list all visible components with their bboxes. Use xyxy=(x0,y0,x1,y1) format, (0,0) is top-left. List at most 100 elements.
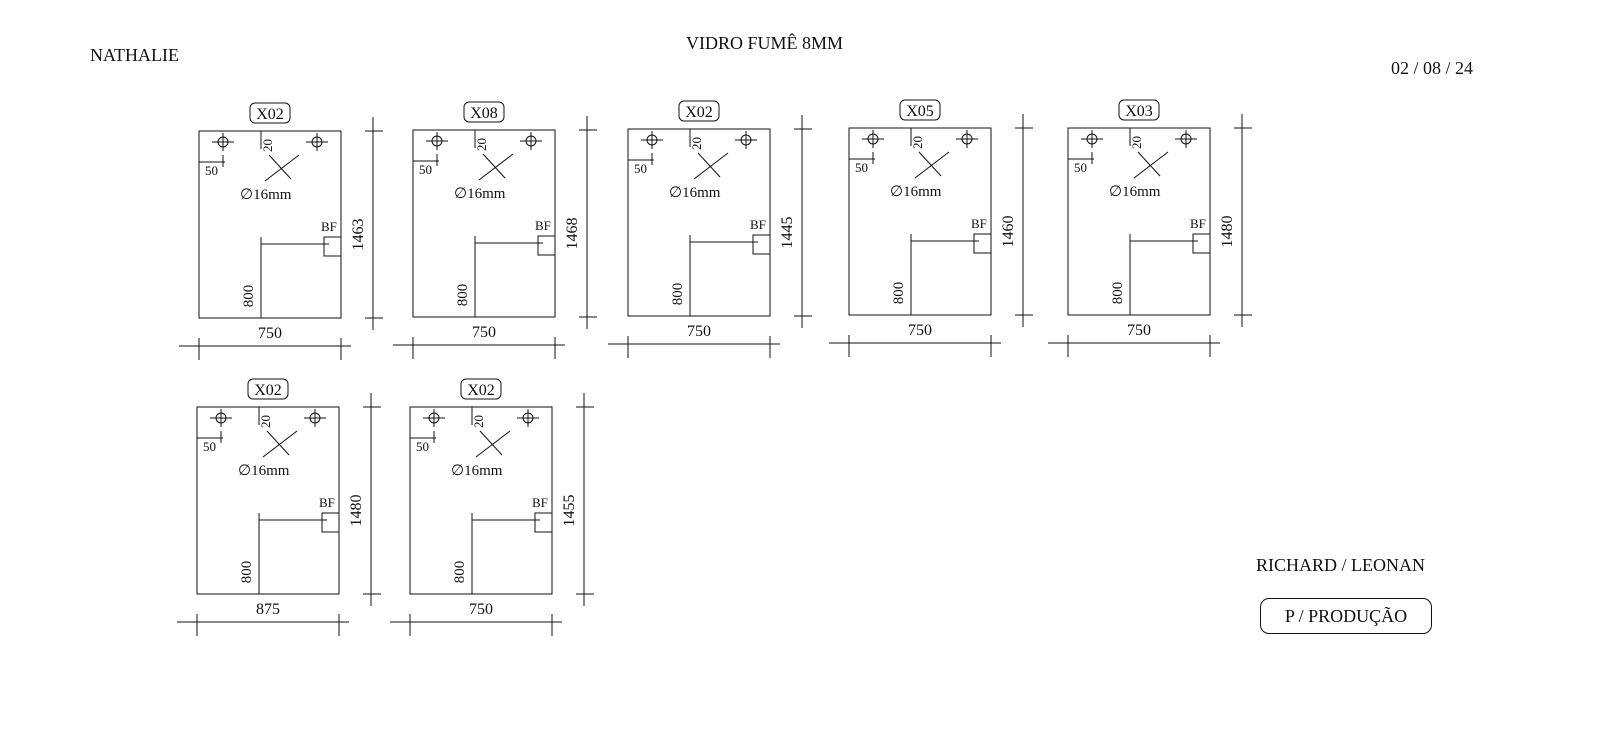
panel-code: X02 xyxy=(467,382,495,399)
panel-code: X08 xyxy=(470,105,498,122)
hole-leader xyxy=(918,151,942,177)
hole-diameter-label: ∅16mm xyxy=(669,185,721,201)
hole-diameter-label: ∅16mm xyxy=(451,463,503,479)
lock-height-label: 800 xyxy=(455,284,471,307)
edge-label: 20 xyxy=(260,139,275,152)
lock-label: BF xyxy=(532,495,548,510)
signers-label: RICHARD / LEONAN xyxy=(1256,555,1425,575)
lock-height-label: 800 xyxy=(452,561,468,584)
lock-box xyxy=(323,236,342,257)
lock-height-label: 800 xyxy=(241,285,257,308)
lock-label: BF xyxy=(321,219,337,234)
lock-label: BF xyxy=(319,495,335,510)
width-label: 750 xyxy=(472,324,496,341)
hole-leader xyxy=(482,153,506,179)
offset-label: 50 xyxy=(634,161,647,176)
panel-code: X02 xyxy=(256,106,284,123)
panel-code-box xyxy=(463,101,505,123)
hole-diameter-label: ∅16mm xyxy=(454,186,506,202)
panel-code-box xyxy=(460,378,502,400)
panel-code: X02 xyxy=(254,382,282,399)
lock-box xyxy=(1192,233,1211,254)
edge-label: 20 xyxy=(474,138,489,151)
lock-box xyxy=(752,234,771,255)
hole-leader xyxy=(266,430,290,456)
panel-code-box xyxy=(678,100,720,122)
panel-code: X03 xyxy=(1125,103,1153,120)
offset-label: 50 xyxy=(205,163,218,178)
height-label: 1460 xyxy=(1000,216,1017,248)
production-badge: P / PRODUÇÃO xyxy=(1260,598,1432,634)
lock-label: BF xyxy=(971,216,987,231)
glass-outline xyxy=(627,128,771,317)
hole-leader xyxy=(1133,151,1169,179)
production-label: P / PRODUÇÃO xyxy=(1284,605,1408,626)
glass-outline xyxy=(848,127,992,316)
hole-leader xyxy=(478,153,514,181)
hole-diameter-label: ∅16mm xyxy=(1109,184,1161,200)
edge-label: 20 xyxy=(471,415,486,428)
height-label: 1480 xyxy=(1219,216,1236,248)
height-label: 1480 xyxy=(348,495,365,527)
hole-diameter-label: ∅16mm xyxy=(238,463,290,479)
offset-label: 50 xyxy=(416,439,429,454)
height-label: 1455 xyxy=(561,495,578,527)
hole-leader xyxy=(262,430,298,458)
edge-label: 20 xyxy=(258,415,273,428)
lock-box xyxy=(973,233,992,254)
date-label: 02 / 08 / 24 xyxy=(1391,58,1474,78)
edge-label: 20 xyxy=(1129,136,1144,149)
edge-label: 20 xyxy=(689,137,704,150)
hole-leader xyxy=(475,430,511,458)
hole-leader xyxy=(268,154,292,180)
lock-height-label: 800 xyxy=(891,282,907,305)
offset-label: 50 xyxy=(203,439,216,454)
width-label: 750 xyxy=(687,323,711,340)
hole-diameter-label: ∅16mm xyxy=(240,187,292,203)
glass-outline xyxy=(412,129,556,318)
edge-label: 20 xyxy=(910,136,925,149)
width-label: 875 xyxy=(256,601,280,618)
lock-height-label: 800 xyxy=(1110,282,1126,305)
hole-leader xyxy=(697,152,721,178)
glass-outline xyxy=(409,406,553,595)
lock-box xyxy=(534,512,553,533)
glass-outline xyxy=(1067,127,1211,316)
offset-label: 50 xyxy=(855,160,868,175)
width-label: 750 xyxy=(469,601,493,618)
panel-code: X05 xyxy=(906,103,934,120)
panel-code-box xyxy=(899,99,941,121)
hole-diameter-label: ∅16mm xyxy=(890,184,942,200)
height-label: 1463 xyxy=(350,219,367,251)
width-label: 750 xyxy=(908,322,932,339)
height-label: 1445 xyxy=(779,217,796,249)
hole-leader xyxy=(1137,151,1161,177)
panel-code-box xyxy=(247,378,289,400)
glass-outline xyxy=(196,406,340,595)
lock-height-label: 800 xyxy=(670,283,686,306)
offset-label: 50 xyxy=(419,162,432,177)
lock-box xyxy=(321,512,340,533)
page-title: VIDRO FUMÊ 8MM xyxy=(686,33,844,53)
lock-box xyxy=(537,235,556,256)
glass-outline xyxy=(198,130,342,319)
panel-code-box xyxy=(1118,99,1160,121)
hole-leader xyxy=(479,430,503,456)
width-label: 750 xyxy=(258,325,282,342)
lock-label: BF xyxy=(535,218,551,233)
hole-leader xyxy=(914,151,950,179)
height-label: 1468 xyxy=(564,218,581,250)
hole-leader xyxy=(264,154,300,182)
lock-label: BF xyxy=(1190,216,1206,231)
client-name: NATHALIE xyxy=(90,45,179,65)
hole-leader xyxy=(693,152,729,180)
offset-label: 50 xyxy=(1074,160,1087,175)
lock-label: BF xyxy=(750,217,766,232)
